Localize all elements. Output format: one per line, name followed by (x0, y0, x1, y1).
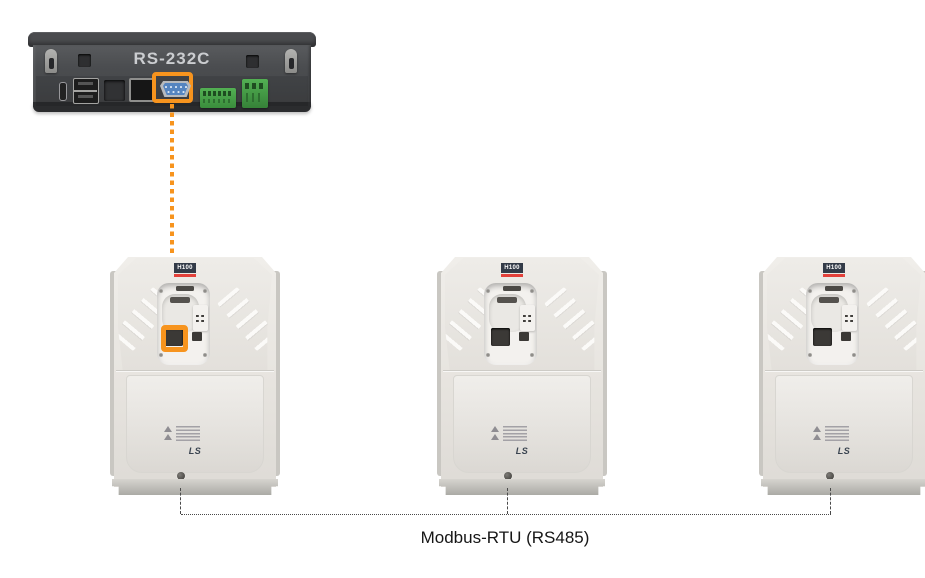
front-cover (775, 375, 913, 473)
mounting-clip-icon (285, 49, 297, 73)
cover-screw (177, 472, 185, 480)
screw-icon (203, 289, 207, 293)
model-badge: H100 (174, 263, 196, 273)
rj45-comm-port (491, 328, 510, 346)
drive-base (761, 479, 925, 495)
hdmi-port-icon (59, 82, 67, 101)
keypad-recess (484, 283, 537, 365)
hmi-device: RS-232C (28, 32, 316, 112)
ethernet-rj45-port-icon (129, 78, 154, 102)
brand-logo: LS (188, 446, 202, 456)
empty-port-recess (104, 80, 125, 101)
brand-logo: LS (515, 446, 529, 456)
dual-usb-port-icon (73, 78, 99, 104)
mounting-clip-icon (45, 49, 57, 73)
inverter-drive-2: H100 LS (437, 257, 607, 495)
warning-label (164, 425, 202, 445)
rj45-comm-port (813, 328, 832, 346)
screw-icon (486, 353, 490, 357)
warning-text-lines (503, 426, 527, 443)
cover-seam (116, 370, 274, 371)
warning-label (491, 425, 529, 445)
cover-seam (765, 370, 923, 371)
cover-seam (443, 370, 601, 371)
aux-port (841, 332, 851, 341)
keypad-recess (157, 283, 210, 365)
inverter-drive-3: H100 LS (759, 257, 925, 495)
warning-triangle-icon (164, 434, 172, 440)
screw-icon (852, 289, 856, 293)
screw-icon (486, 289, 490, 293)
keypad-mount-recess (811, 294, 848, 332)
db9-pins (165, 86, 167, 88)
connector-housing (520, 305, 535, 331)
drive-left-side (759, 271, 766, 476)
badge-red-stripe (501, 274, 523, 277)
bus-drop-line (180, 488, 181, 514)
rs232c-cable-line (170, 104, 174, 330)
screw-icon (852, 353, 856, 357)
drive-base (439, 479, 605, 495)
cover-screw (504, 472, 512, 480)
warning-triangle-icon (491, 434, 499, 440)
model-badge: H100 (501, 263, 523, 273)
bus-label: Modbus-RTU (RS485) (420, 528, 590, 547)
screw-icon (203, 353, 207, 357)
screw-icon (808, 353, 812, 357)
warning-triangle-icon (491, 426, 499, 432)
aux-port (519, 332, 529, 341)
rs232c-port-highlight (152, 72, 193, 103)
model-badge: H100 (823, 263, 845, 273)
keypad-recess (806, 283, 859, 365)
keypad-slot (497, 297, 517, 303)
warning-text-lines (176, 426, 200, 443)
screw-icon (530, 353, 534, 357)
db9-insert (163, 83, 188, 95)
warning-triangle-icon (164, 426, 172, 432)
warning-label (813, 425, 851, 445)
drive-base (112, 479, 278, 495)
front-cover (453, 375, 591, 473)
cable-slot (176, 286, 194, 291)
badge-red-stripe (174, 274, 196, 277)
rs485-bus-line (181, 514, 831, 515)
keypad-slot (170, 297, 190, 303)
screw-recess (246, 55, 259, 68)
vent-slots-right (866, 286, 921, 352)
drive-right-side (273, 271, 280, 476)
screw-icon (808, 289, 812, 293)
badge-red-stripe (823, 274, 845, 277)
aux-port (192, 332, 202, 341)
screw-icon (530, 289, 534, 293)
screw-icon (159, 353, 163, 357)
rj45-comm-port (164, 328, 183, 346)
terminal-block-6pin-icon (200, 88, 236, 108)
front-cover (126, 375, 264, 473)
comm-port-highlight (161, 325, 188, 352)
db9-connector-icon (160, 81, 191, 97)
drive-left-side (110, 271, 117, 476)
drive-left-side (437, 271, 444, 476)
rs232c-label: RS-232C (133, 49, 211, 68)
terminal-block-3pin-icon (242, 79, 268, 108)
connector-housing (842, 305, 857, 331)
cable-slot (503, 286, 521, 291)
warning-triangle-icon (813, 434, 821, 440)
inverter-drive-1: H100 LS (110, 257, 280, 495)
bus-drop-line (507, 488, 508, 514)
cable-slot (825, 286, 843, 291)
screw-recess (78, 54, 91, 67)
connector-housing (193, 305, 208, 331)
brand-logo: LS (837, 446, 851, 456)
screw-icon (159, 289, 163, 293)
cover-screw (826, 472, 834, 480)
keypad-slot (819, 297, 839, 303)
hmi-top-bar (28, 32, 316, 47)
warning-text-lines (825, 426, 849, 443)
warning-triangle-icon (813, 426, 821, 432)
bus-drop-line (830, 488, 831, 514)
keypad-mount-recess (489, 294, 526, 332)
drive-right-side (600, 271, 607, 476)
